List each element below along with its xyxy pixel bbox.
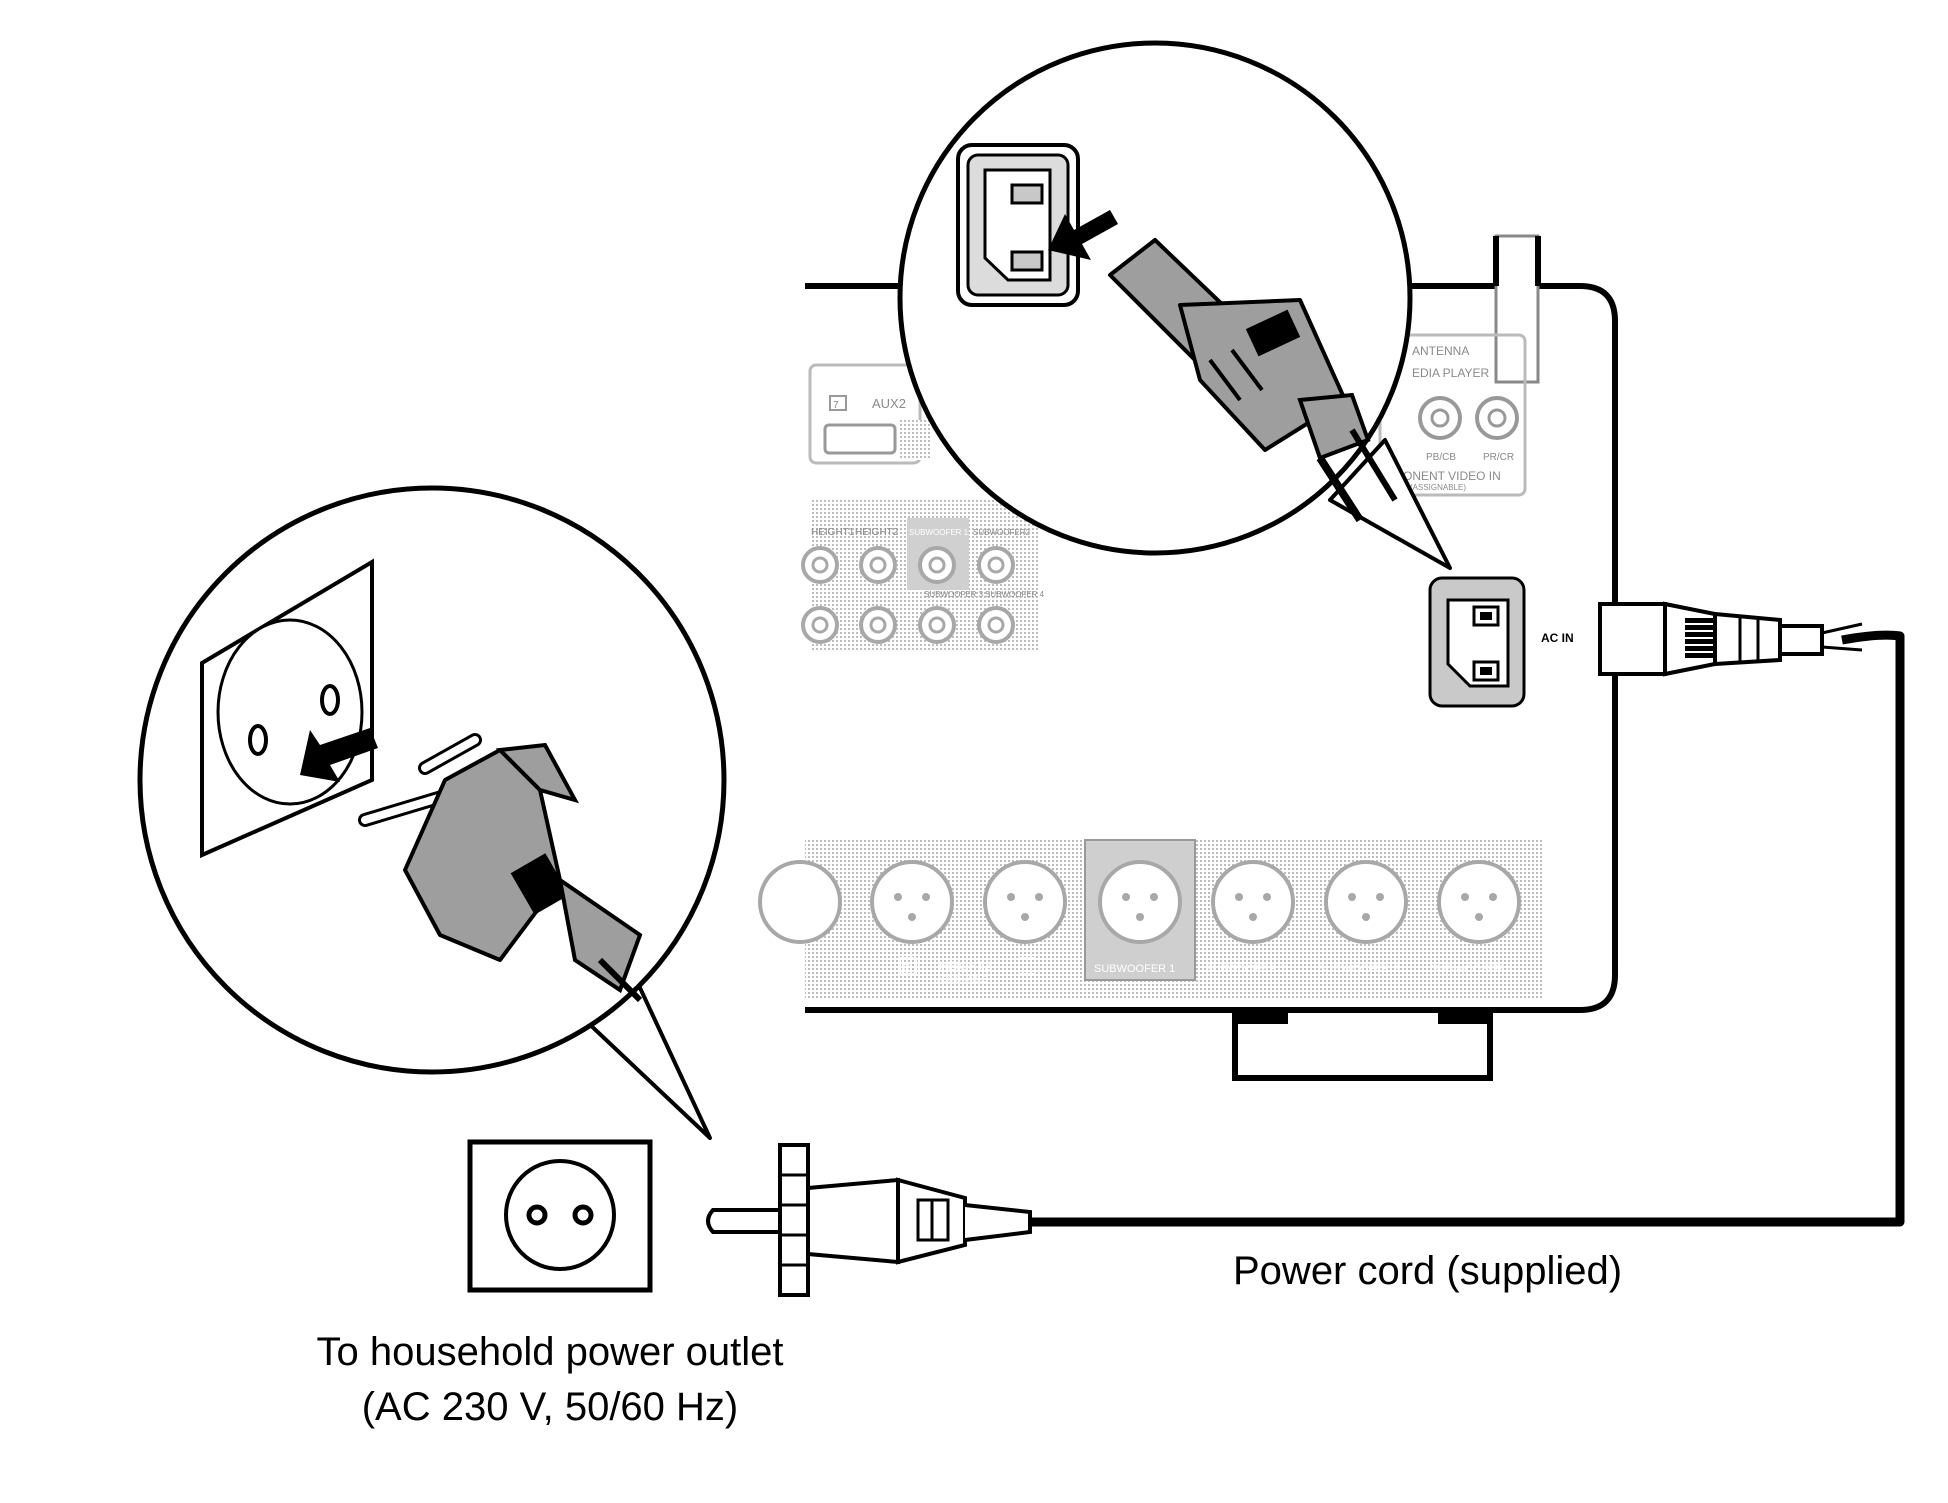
power-cord-label: Power cord (supplied) [1233, 1249, 1622, 1293]
ac-inlet [1428, 576, 1526, 708]
iec-connector-icon [1598, 601, 1863, 677]
height2-label: HEIGHT2 [855, 527, 899, 538]
pb-label: PB/CB [1426, 452, 1456, 463]
pre-sub1-label: SUBWOOFER 1 [909, 528, 969, 537]
component-video-label: MPONENT VIDEO IN [1385, 469, 1501, 483]
xlr-height2-label: HEIGHT2 [939, 959, 991, 973]
antenna-label: ANTENNA [1412, 344, 1469, 358]
wall-outlet-zoom-callout [137, 485, 727, 1140]
pre-sub4-label: SUBWOOFER 4 [985, 590, 1045, 599]
media-player-label: EDIA PLAYER [1412, 366, 1489, 380]
xlr-r-label: R [903, 963, 910, 974]
pre-sub3-label: SUBWOOFER 3 [924, 590, 984, 599]
xlr-sub4-label: SUBWOOFER 4 [1431, 963, 1512, 975]
xlr-pre-out-area: R HEIGHT2 ASSIGNABLE L SUBWOOFER 1 SUBWO… [758, 839, 1543, 1000]
aux-number: 7 [833, 400, 839, 411]
component-assignable-label: (ASSIGNABLE) [1410, 483, 1466, 492]
wall-outlet-icon [467, 1139, 653, 1293]
receiver-rear-panel: 7 AUX2 ANTENNA EDIA PLAYER Y PB/CB PR/CR… [758, 234, 1618, 1081]
aux-label: AUX2 [872, 396, 906, 411]
xlr-sub1-label: SUBWOOFER 1 [1094, 963, 1175, 975]
pre-out-area: HEIGHT1 HEIGHT2 SUBWOOFER 1 SUBWOOFER2 S… [801, 500, 1045, 650]
antenna-icon [1493, 234, 1541, 384]
pr-label: PR/CR [1483, 452, 1514, 463]
height1-label: HEIGHT1 [811, 527, 855, 538]
outlet-label-line2: (AC 230 V, 50/60 Hz) [362, 1385, 739, 1429]
mains-plug-closeup-icon [358, 733, 643, 1003]
pre-sub2-label: SUBWOOFER2 [973, 528, 1030, 537]
ac-inlet-zoom-callout [897, 40, 1452, 570]
power-cord [706, 601, 1905, 1297]
insert-arrow-icon [1048, 210, 1118, 260]
xlr-sub3-label: SUBWOOFER 3 [1318, 963, 1399, 975]
xlr-l-label: L [1022, 963, 1028, 974]
xlr-assignable-label: ASSIGNABLE [937, 975, 988, 984]
hdmi-port [823, 423, 897, 455]
insert-plug-arrow-icon [300, 728, 378, 782]
outlet-label-line1: To household power outlet [317, 1330, 784, 1374]
component-jack-pb [1418, 396, 1462, 440]
video-input-area: 7 AUX2 ANTENNA EDIA PLAYER Y PB/CB PR/CR… [808, 333, 1527, 497]
xlr-sub2-label: SUBWOOFER 2 [1205, 963, 1286, 975]
ac-in-label: AC IN [1541, 631, 1574, 645]
iec-plug-closeup-icon [1108, 238, 1398, 523]
mains-plug-icon [706, 1143, 1032, 1297]
component-jack-pr [1475, 396, 1519, 440]
